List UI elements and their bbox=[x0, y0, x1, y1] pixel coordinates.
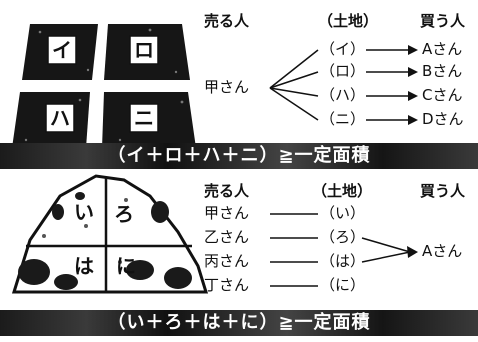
header-seller-2: 売る人 bbox=[204, 182, 250, 200]
header-land-1: （土地） bbox=[318, 12, 379, 30]
buyer-1-a: Aさん bbox=[422, 40, 463, 58]
land-1-i: （イ） bbox=[320, 40, 366, 58]
buyer-1-b: Bさん bbox=[422, 62, 463, 80]
seller-2-kou: 甲さん bbox=[204, 204, 250, 222]
map-section-1 bbox=[10, 20, 200, 150]
header-land-2: （土地） bbox=[312, 182, 373, 200]
header-buyer-1: 買う人 bbox=[420, 12, 466, 30]
buyer-1-c: Cさん bbox=[422, 86, 463, 104]
land-1-ro: （ロ） bbox=[320, 62, 366, 80]
plot-label-ro2: い bbox=[74, 200, 94, 224]
land-2-ha: （は） bbox=[320, 252, 366, 270]
header-seller-1: 売る人 bbox=[204, 12, 250, 30]
seller-2-tei: 丁さん bbox=[204, 276, 250, 294]
map-section-2 bbox=[11, 174, 209, 294]
plot-label-ni2: に bbox=[116, 254, 136, 278]
formula-banner-1 bbox=[0, 143, 478, 169]
plot-label-ro: ロ bbox=[134, 38, 154, 62]
formula-text-1: （イ＋ロ＋ハ＋ニ）≧一定面積 bbox=[107, 145, 371, 166]
seller-1: 甲さん bbox=[204, 78, 250, 96]
plot-label-ni: ニ bbox=[134, 106, 154, 130]
header-buyer-2: 買う人 bbox=[420, 182, 466, 200]
connectors-section-1 bbox=[269, 49, 410, 121]
arrowhead-section-2 bbox=[407, 246, 418, 258]
arrowheads-section-1 bbox=[408, 45, 418, 125]
plot-label-ha2: は bbox=[74, 254, 94, 278]
land-1-ni: （ニ） bbox=[320, 110, 366, 128]
formula-text-2: （い＋ろ＋は＋に）≧一定面積 bbox=[107, 312, 371, 333]
land-2-ni: （に） bbox=[320, 276, 366, 294]
land-1-ha: （ハ） bbox=[320, 86, 366, 104]
connectors-section-2 bbox=[270, 213, 411, 287]
formula-banner-2 bbox=[0, 310, 478, 336]
plot-label-ro2b: ろ bbox=[114, 202, 134, 226]
seller-2-otsu: 乙さん bbox=[204, 228, 250, 246]
plot-label-ha: ハ bbox=[50, 106, 70, 130]
mountain-outline bbox=[11, 174, 209, 294]
buyer-1-d: Dさん bbox=[422, 110, 464, 128]
seller-2-hei: 丙さん bbox=[204, 252, 250, 270]
plot-label-i: イ bbox=[52, 38, 72, 62]
land-2-ro: （ろ） bbox=[320, 228, 366, 246]
land-2-i: （い） bbox=[320, 204, 366, 222]
buyer-2-a: Aさん bbox=[422, 242, 463, 260]
